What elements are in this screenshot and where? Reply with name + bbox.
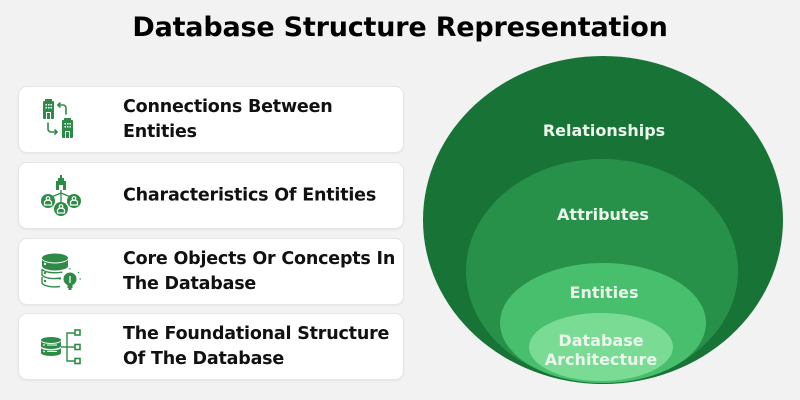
card-label: The Foundational Structure Of The Databa… xyxy=(123,323,390,369)
layer-label-database: Database xyxy=(558,331,643,350)
layer-label-relationships: Relationships xyxy=(543,121,665,140)
card-label: Core Objects Or Concepts In The Database xyxy=(123,248,396,294)
entity-attributes-icon xyxy=(39,174,83,218)
layer-label-architecture: Architecture xyxy=(545,350,658,369)
database-idea-icon xyxy=(39,250,83,294)
layer-database-architecture xyxy=(529,313,673,381)
card-label: Characteristics Of Entities xyxy=(123,185,377,205)
layer-label-attributes: Attributes xyxy=(557,205,649,224)
building-connection-icon xyxy=(39,98,83,142)
card-characteristics-of-entities: Characteristics Of Entities xyxy=(18,162,404,229)
card-label: Connections Between Entities xyxy=(123,96,333,142)
page-title: Database Structure Representation xyxy=(132,12,668,43)
card-core-objects: Core Objects Or Concepts In The Database xyxy=(18,238,404,305)
layer-label-entities: Entities xyxy=(570,283,639,302)
database-tree-icon xyxy=(39,325,83,369)
card-connections-between-entities: Connections Between Entities xyxy=(18,86,404,153)
card-foundational-structure: The Foundational Structure Of The Databa… xyxy=(18,313,404,380)
